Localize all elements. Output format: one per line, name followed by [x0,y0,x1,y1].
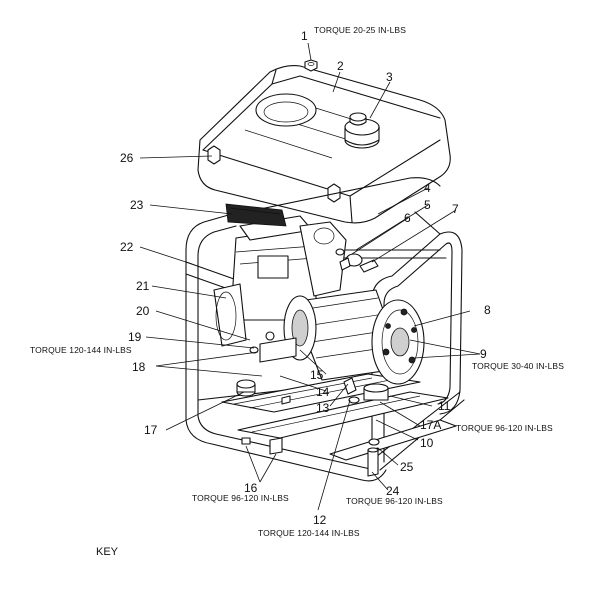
frame-foot [367,438,380,477]
callout-5: 5 [424,198,431,212]
callout-19: 19 [128,330,142,344]
callout-20: 20 [136,304,150,318]
torque-note-24: TORQUE 96-120 IN-LBS [346,496,443,506]
callout-17: 17 [144,423,158,437]
callout-16: 16 [244,481,258,495]
callout-24: 24 [386,484,400,498]
air-filter [225,203,287,227]
engine-control-bracket [249,331,297,363]
base-rails [221,373,457,461]
callout-3: 3 [386,70,393,84]
callout-1: 1 [301,29,308,43]
fuel-tank [197,65,451,224]
callout-15: 15 [310,368,324,382]
callout-25: 25 [400,460,414,474]
callout-18: 18 [132,360,146,374]
tank-mount-bolts [207,145,341,203]
callout-10: 10 [420,436,434,450]
tank-mount-nut [304,59,318,72]
callout-6: 6 [404,211,411,225]
mount-hardware [343,377,389,404]
torque-note-12: TORQUE 120-144 IN-LBS [258,528,360,538]
callout-14: 14 [316,385,330,399]
leader-lines [139,42,481,511]
callout-4: 4 [424,181,431,195]
callout-7: 7 [452,202,459,216]
callout-2: 2 [337,59,344,73]
torque-note-17a: TORQUE 96-120 IN-LBS [456,423,553,433]
callout-9: 9 [480,347,487,361]
vibration-mount [236,379,256,397]
callout-22: 22 [120,240,134,254]
fuel-cap [344,112,380,149]
bottom-bolts [241,395,291,455]
callout-13: 13 [316,401,330,415]
key-label: KEY [96,546,119,558]
callout-23: 23 [130,198,144,212]
torque-note-19: TORQUE 120-144 IN-LBS [30,345,132,355]
torque-note-9: TORQUE 30-40 IN-LBS [472,361,564,371]
callout-8: 8 [484,303,491,317]
callout-21: 21 [136,279,150,293]
callout-26: 26 [120,151,134,165]
callout-11: 11 [438,399,451,413]
torque-note-16: TORQUE 96-120 IN-LBS [192,493,289,503]
voltage-regulator-parts [335,248,379,273]
rear-bearing-carrier [371,299,425,385]
callout-12: 12 [313,513,327,527]
callout-17a: 17A [420,418,442,432]
torque-note-1: TORQUE 20-25 IN-LBS [314,25,406,35]
